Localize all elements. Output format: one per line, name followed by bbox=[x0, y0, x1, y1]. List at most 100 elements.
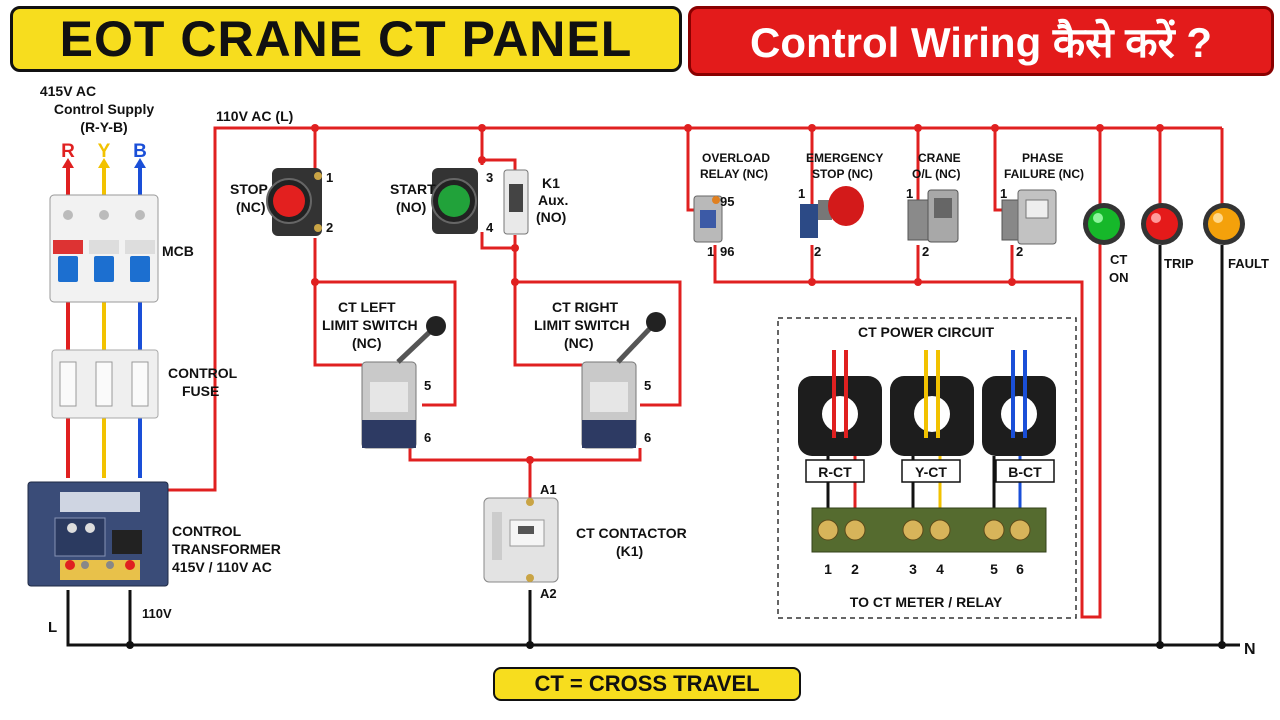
to-meter-label: TO CT METER / RELAY bbox=[850, 594, 1003, 610]
control-wires bbox=[168, 126, 1224, 619]
left-limit-label-2: LIMIT SWITCH bbox=[322, 317, 418, 333]
phase-b-label: B bbox=[133, 141, 147, 162]
overload-label-1: OVERLOAD bbox=[702, 151, 770, 165]
supply-label-1: 415V AC bbox=[40, 83, 96, 99]
footer-legend: CT = CROSS TRAVEL bbox=[493, 667, 801, 701]
r-ct-label: R-CT bbox=[818, 464, 852, 480]
ct-on-label-2: ON bbox=[1109, 270, 1129, 285]
power-circuit-title: CT POWER CIRCUIT bbox=[858, 324, 995, 340]
fuse-label-2: FUSE bbox=[182, 383, 219, 399]
overload-terminal-96: 96 bbox=[720, 244, 734, 259]
terminal-3: 3 bbox=[909, 561, 917, 577]
contactor-a1: A1 bbox=[540, 482, 557, 497]
fault-label: FAULT bbox=[1228, 256, 1269, 271]
terminal-5: 5 bbox=[990, 561, 998, 577]
stop-terminal-2: 2 bbox=[326, 220, 333, 235]
right-limit-switch bbox=[581, 312, 666, 449]
transformer-label-1: CONTROL bbox=[172, 523, 242, 539]
estop-label-1: EMERGENCY bbox=[806, 151, 883, 165]
terminal-1: 1 bbox=[824, 561, 832, 577]
phase-r-label: R bbox=[61, 141, 75, 162]
right-limit-label-3: (NC) bbox=[564, 335, 594, 351]
left-limit-terminal-6: 6 bbox=[424, 430, 431, 445]
right-limit-terminal-6: 6 bbox=[644, 430, 651, 445]
phase-fail-terminal-1: 1 bbox=[1000, 186, 1007, 201]
contactor-label-2: (K1) bbox=[616, 543, 643, 559]
k1-label-1: K1 bbox=[542, 175, 560, 191]
ct-on-lamp bbox=[1083, 203, 1125, 245]
wire-junctions bbox=[311, 124, 1164, 464]
k1-label-2: Aux. bbox=[538, 192, 568, 208]
contactor-label-1: CT CONTACTOR bbox=[576, 525, 687, 541]
ct-power-circuit bbox=[777, 317, 1077, 619]
trip-label: TRIP bbox=[1164, 256, 1194, 271]
supply-label-3: (R-Y-B) bbox=[80, 119, 127, 135]
page-subtitle: Control Wiring कैसे करें ? bbox=[750, 18, 1212, 66]
crane-ol-label-2: O/L (NC) bbox=[912, 167, 960, 181]
crane-ol-terminal-1: 1 bbox=[906, 186, 913, 201]
neutral-wires bbox=[66, 245, 1240, 647]
stop-button bbox=[266, 168, 322, 236]
phase-fail-label-1: PHASE bbox=[1022, 151, 1063, 165]
stop-terminal-1: 1 bbox=[326, 170, 333, 185]
stop-label-2: (NC) bbox=[236, 199, 266, 215]
terminal-4: 4 bbox=[936, 561, 944, 577]
estop-terminal-2: 2 bbox=[814, 244, 821, 259]
estop-label-2: STOP (NC) bbox=[812, 167, 873, 181]
fault-lamp bbox=[1203, 203, 1245, 245]
left-limit-terminal-5: 5 bbox=[424, 378, 431, 393]
right-limit-label-1: CT RIGHT bbox=[552, 299, 619, 315]
overload-terminal-95: 95 bbox=[720, 194, 734, 209]
right-limit-terminal-5: 5 bbox=[644, 378, 651, 393]
mcb-label: MCB bbox=[162, 243, 194, 259]
transformer-label-2: TRANSFORMER bbox=[172, 541, 281, 557]
trip-lamp bbox=[1141, 203, 1183, 245]
transformer-label-3: 415V / 110V AC bbox=[172, 559, 272, 575]
phase-fail-terminal-2: 2 bbox=[1016, 244, 1023, 259]
terminal-2: 2 bbox=[851, 561, 859, 577]
transformer-110v-label: 110V bbox=[142, 606, 172, 621]
subtitle-banner: Control Wiring कैसे करें ? bbox=[688, 6, 1274, 76]
left-limit-label-3: (NC) bbox=[352, 335, 382, 351]
overload-terminal-1: 1 bbox=[707, 244, 714, 259]
k1-label-3: (NO) bbox=[536, 209, 566, 225]
title-banner: EOT CRANE CT PANEL bbox=[10, 6, 682, 72]
left-limit-label-1: CT LEFT bbox=[338, 299, 396, 315]
emergency-stop bbox=[800, 186, 864, 238]
start-label-1: START bbox=[390, 181, 436, 197]
overload-relay bbox=[693, 195, 723, 243]
transformer-l-label: L bbox=[48, 619, 57, 636]
b-ct-label: B-CT bbox=[1008, 464, 1042, 480]
stop-label-1: STOP bbox=[230, 181, 268, 197]
control-fuse bbox=[51, 349, 159, 419]
supply-wires bbox=[66, 162, 142, 478]
crane-overload bbox=[907, 189, 959, 243]
crane-ol-label-1: CRANE bbox=[918, 151, 961, 165]
bus-label: 110V AC (L) bbox=[216, 108, 293, 124]
fuse-label-1: CONTROL bbox=[168, 365, 238, 381]
ct-on-label-1: CT bbox=[1110, 252, 1127, 267]
phase-arrows bbox=[62, 158, 146, 168]
y-ct-label: Y-CT bbox=[915, 464, 947, 480]
start-terminal-3: 3 bbox=[486, 170, 493, 185]
start-label-2: (NO) bbox=[396, 199, 426, 215]
phase-y-label: Y bbox=[98, 141, 111, 162]
overload-label-2: RELAY (NC) bbox=[700, 167, 768, 181]
ct-contactor bbox=[483, 497, 559, 583]
start-terminal-4: 4 bbox=[486, 220, 494, 235]
estop-terminal-1: 1 bbox=[798, 186, 805, 201]
phase-failure-relay bbox=[1001, 189, 1057, 245]
k1-aux-contact bbox=[503, 169, 529, 235]
phase-fail-label-2: FAILURE (NC) bbox=[1004, 167, 1084, 181]
crane-ol-terminal-2: 2 bbox=[922, 244, 929, 259]
mcb bbox=[49, 194, 159, 303]
page-title: EOT CRANE CT PANEL bbox=[59, 11, 633, 67]
control-transformer bbox=[27, 481, 169, 587]
contactor-a2: A2 bbox=[540, 586, 557, 601]
start-button bbox=[431, 168, 478, 234]
neutral-label: N bbox=[1244, 641, 1256, 658]
footer-text: CT = CROSS TRAVEL bbox=[534, 671, 760, 696]
supply-label-2: Control Supply bbox=[54, 101, 155, 117]
terminal-6: 6 bbox=[1016, 561, 1024, 577]
